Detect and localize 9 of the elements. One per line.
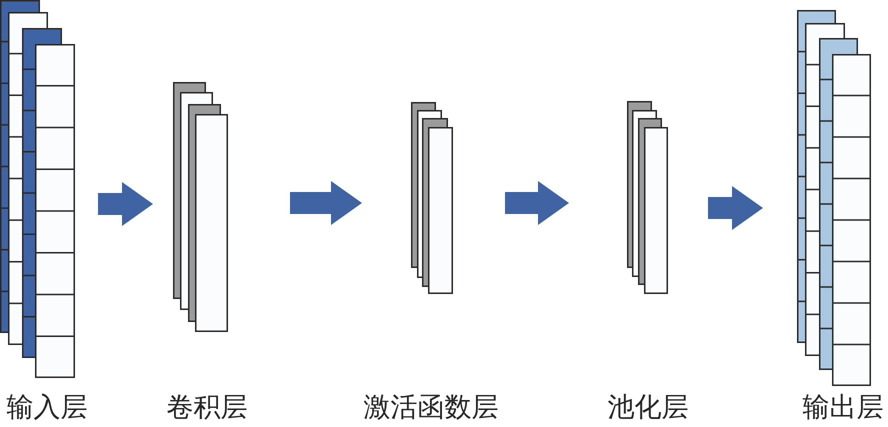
block-arrow bbox=[708, 186, 763, 230]
block-arrow bbox=[505, 181, 569, 225]
block-arrow bbox=[290, 181, 362, 225]
layer-caption: 输出层 bbox=[802, 391, 884, 425]
layer-caption: 输入层 bbox=[6, 391, 88, 425]
layer-caption: 卷积层 bbox=[166, 391, 248, 425]
layer-caption: 池化层 bbox=[606, 391, 690, 425]
layer-caption: 激活函数层 bbox=[362, 391, 500, 425]
block-arrow bbox=[98, 182, 153, 226]
